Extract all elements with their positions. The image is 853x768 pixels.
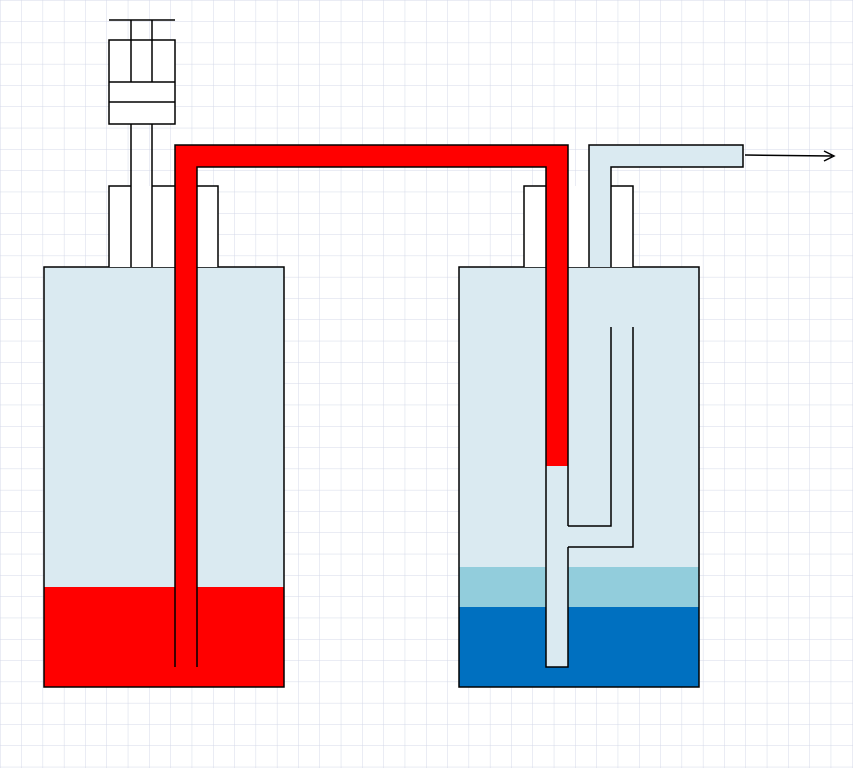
right-inlet-tube-lower: [545, 466, 569, 668]
inner-j-tube: [568, 327, 634, 548]
right-bottle-dark-blue-layer: [459, 607, 699, 687]
left-bottle-red-liquid: [44, 587, 284, 687]
arrow-right-icon: [744, 150, 836, 162]
left-bottle-neck: [108, 185, 219, 267]
right-bottle-gas-space: [459, 267, 699, 567]
right-bottle-neck: [523, 185, 634, 267]
right-bottle: [458, 266, 700, 688]
outlet-tube: [588, 144, 744, 267]
red-connecting-tube: [174, 144, 569, 667]
left-bottle: [43, 266, 285, 688]
left-bottle-gas-space: [44, 267, 284, 587]
stopcock-valve-icon[interactable]: [108, 19, 176, 267]
right-bottle-light-blue-layer: [459, 567, 699, 607]
